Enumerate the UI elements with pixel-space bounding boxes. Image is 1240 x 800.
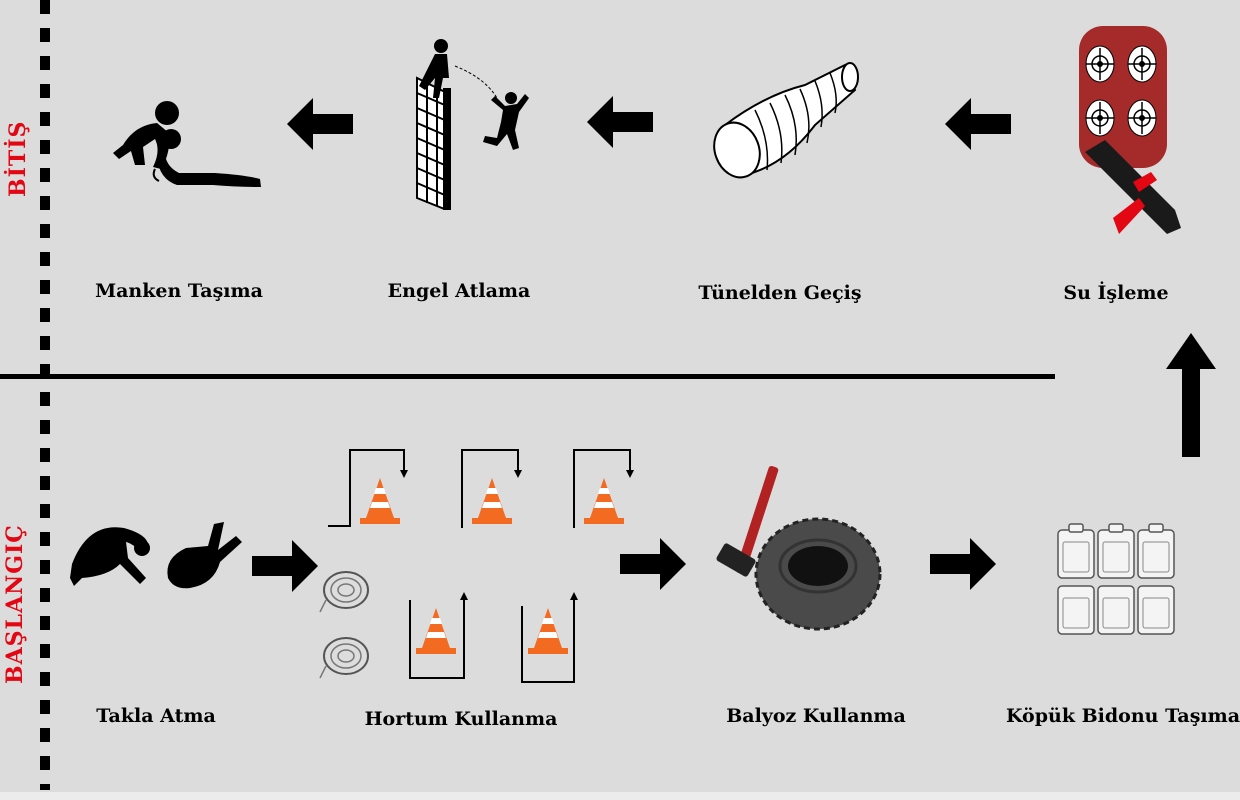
foam-jerrycans-icon <box>1057 523 1175 635</box>
row-divider <box>0 374 1055 379</box>
wall-climb-icon <box>416 39 529 210</box>
arrow-right-icon <box>620 538 686 590</box>
station-label-tunel: Tünelden Geçiş <box>698 282 862 304</box>
station-label-su: Su İşleme <box>1063 282 1169 304</box>
arrow-right-icon <box>252 540 318 592</box>
finish-label: BİTİŞ <box>5 120 31 197</box>
finish-start-dashed-line <box>40 0 50 790</box>
station-label-takla: Takla Atma <box>96 705 216 727</box>
station-label-hortum: Hortum Kullanma <box>364 708 558 730</box>
station-label-balyoz: Balyoz Kullanma <box>726 705 906 727</box>
arrow-up-icon <box>1166 333 1216 457</box>
arrow-left-icon <box>287 98 353 150</box>
arrow-left-icon <box>945 98 1011 150</box>
arrow-left-icon <box>587 96 653 148</box>
sledgehammer-tire-icon <box>716 465 882 631</box>
target-nozzle-icon <box>1079 26 1181 234</box>
mannequin-carry-icon <box>113 101 261 187</box>
station-label-engel: Engel Atlama <box>387 280 531 302</box>
hose-cones-icon <box>319 449 634 683</box>
station-label-manken: Manken Taşıma <box>95 280 263 302</box>
tunnel-icon <box>713 62 859 179</box>
somersault-icon <box>70 522 242 589</box>
arrow-right-icon <box>930 538 996 590</box>
bottom-strip <box>0 792 1240 800</box>
start-label: BAŞLANGIÇ <box>2 524 28 684</box>
station-label-kopuk: Köpük Bidonu Taşıma <box>1005 705 1240 727</box>
